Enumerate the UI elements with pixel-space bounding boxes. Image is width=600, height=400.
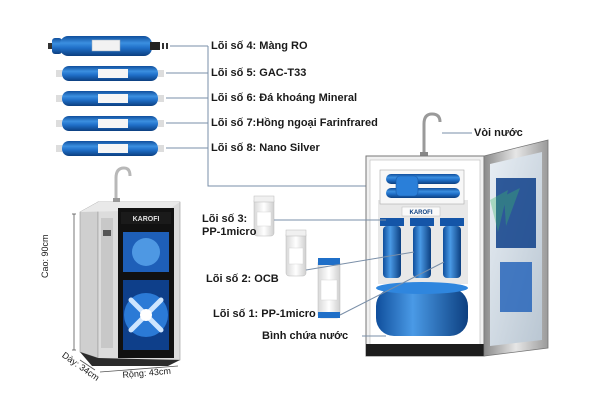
farinfrared-cartridge <box>56 116 164 131</box>
svg-text:KAROFI: KAROFI <box>133 216 160 223</box>
brand-plate-text: KAROFI <box>410 210 433 216</box>
pp-1micro-cartridge-3 <box>253 195 275 237</box>
dimension-height: Cao: 90cm <box>40 234 50 278</box>
ocb-cartridge-2 <box>285 229 307 277</box>
label-core-1: Lõi số 1: PP-1micro <box>213 308 316 320</box>
purifier-cabinet-open: KAROFI <box>365 112 549 357</box>
label-core-3-line1: Lõi số 3: <box>202 213 248 225</box>
label-core-4: Lõi số 4: Màng RO <box>211 40 308 52</box>
pp-1micro-cartridge-1 <box>317 258 341 319</box>
right-leader-lines <box>274 132 472 337</box>
dimension-lines <box>72 213 179 373</box>
nano-silver-cartridge <box>56 141 164 156</box>
label-core-6: Lõi số 6: Đá khoáng Mineral <box>211 92 358 104</box>
cartridge-leader-lines <box>166 45 390 187</box>
label-core-7: Lõi số 7:Hồng ngoại Farinfrared <box>211 117 378 129</box>
label-faucet: Vòi nước <box>474 127 523 139</box>
purifier-cabinet-closed: KAROFI <box>79 166 181 366</box>
mineral-cartridge <box>56 91 164 106</box>
ro-membrane-cartridge <box>48 36 168 56</box>
label-core-5: Lõi số 5: GAC-T33 <box>211 67 307 79</box>
label-tank: Bình chứa nước <box>262 330 349 342</box>
gac-t33-cartridge <box>56 66 164 81</box>
label-core-3-line2: PP-1micro <box>202 226 257 238</box>
label-core-2: Lõi số 2: OCB <box>206 273 279 285</box>
label-core-8: Lõi số 8: Nano Silver <box>211 142 320 154</box>
